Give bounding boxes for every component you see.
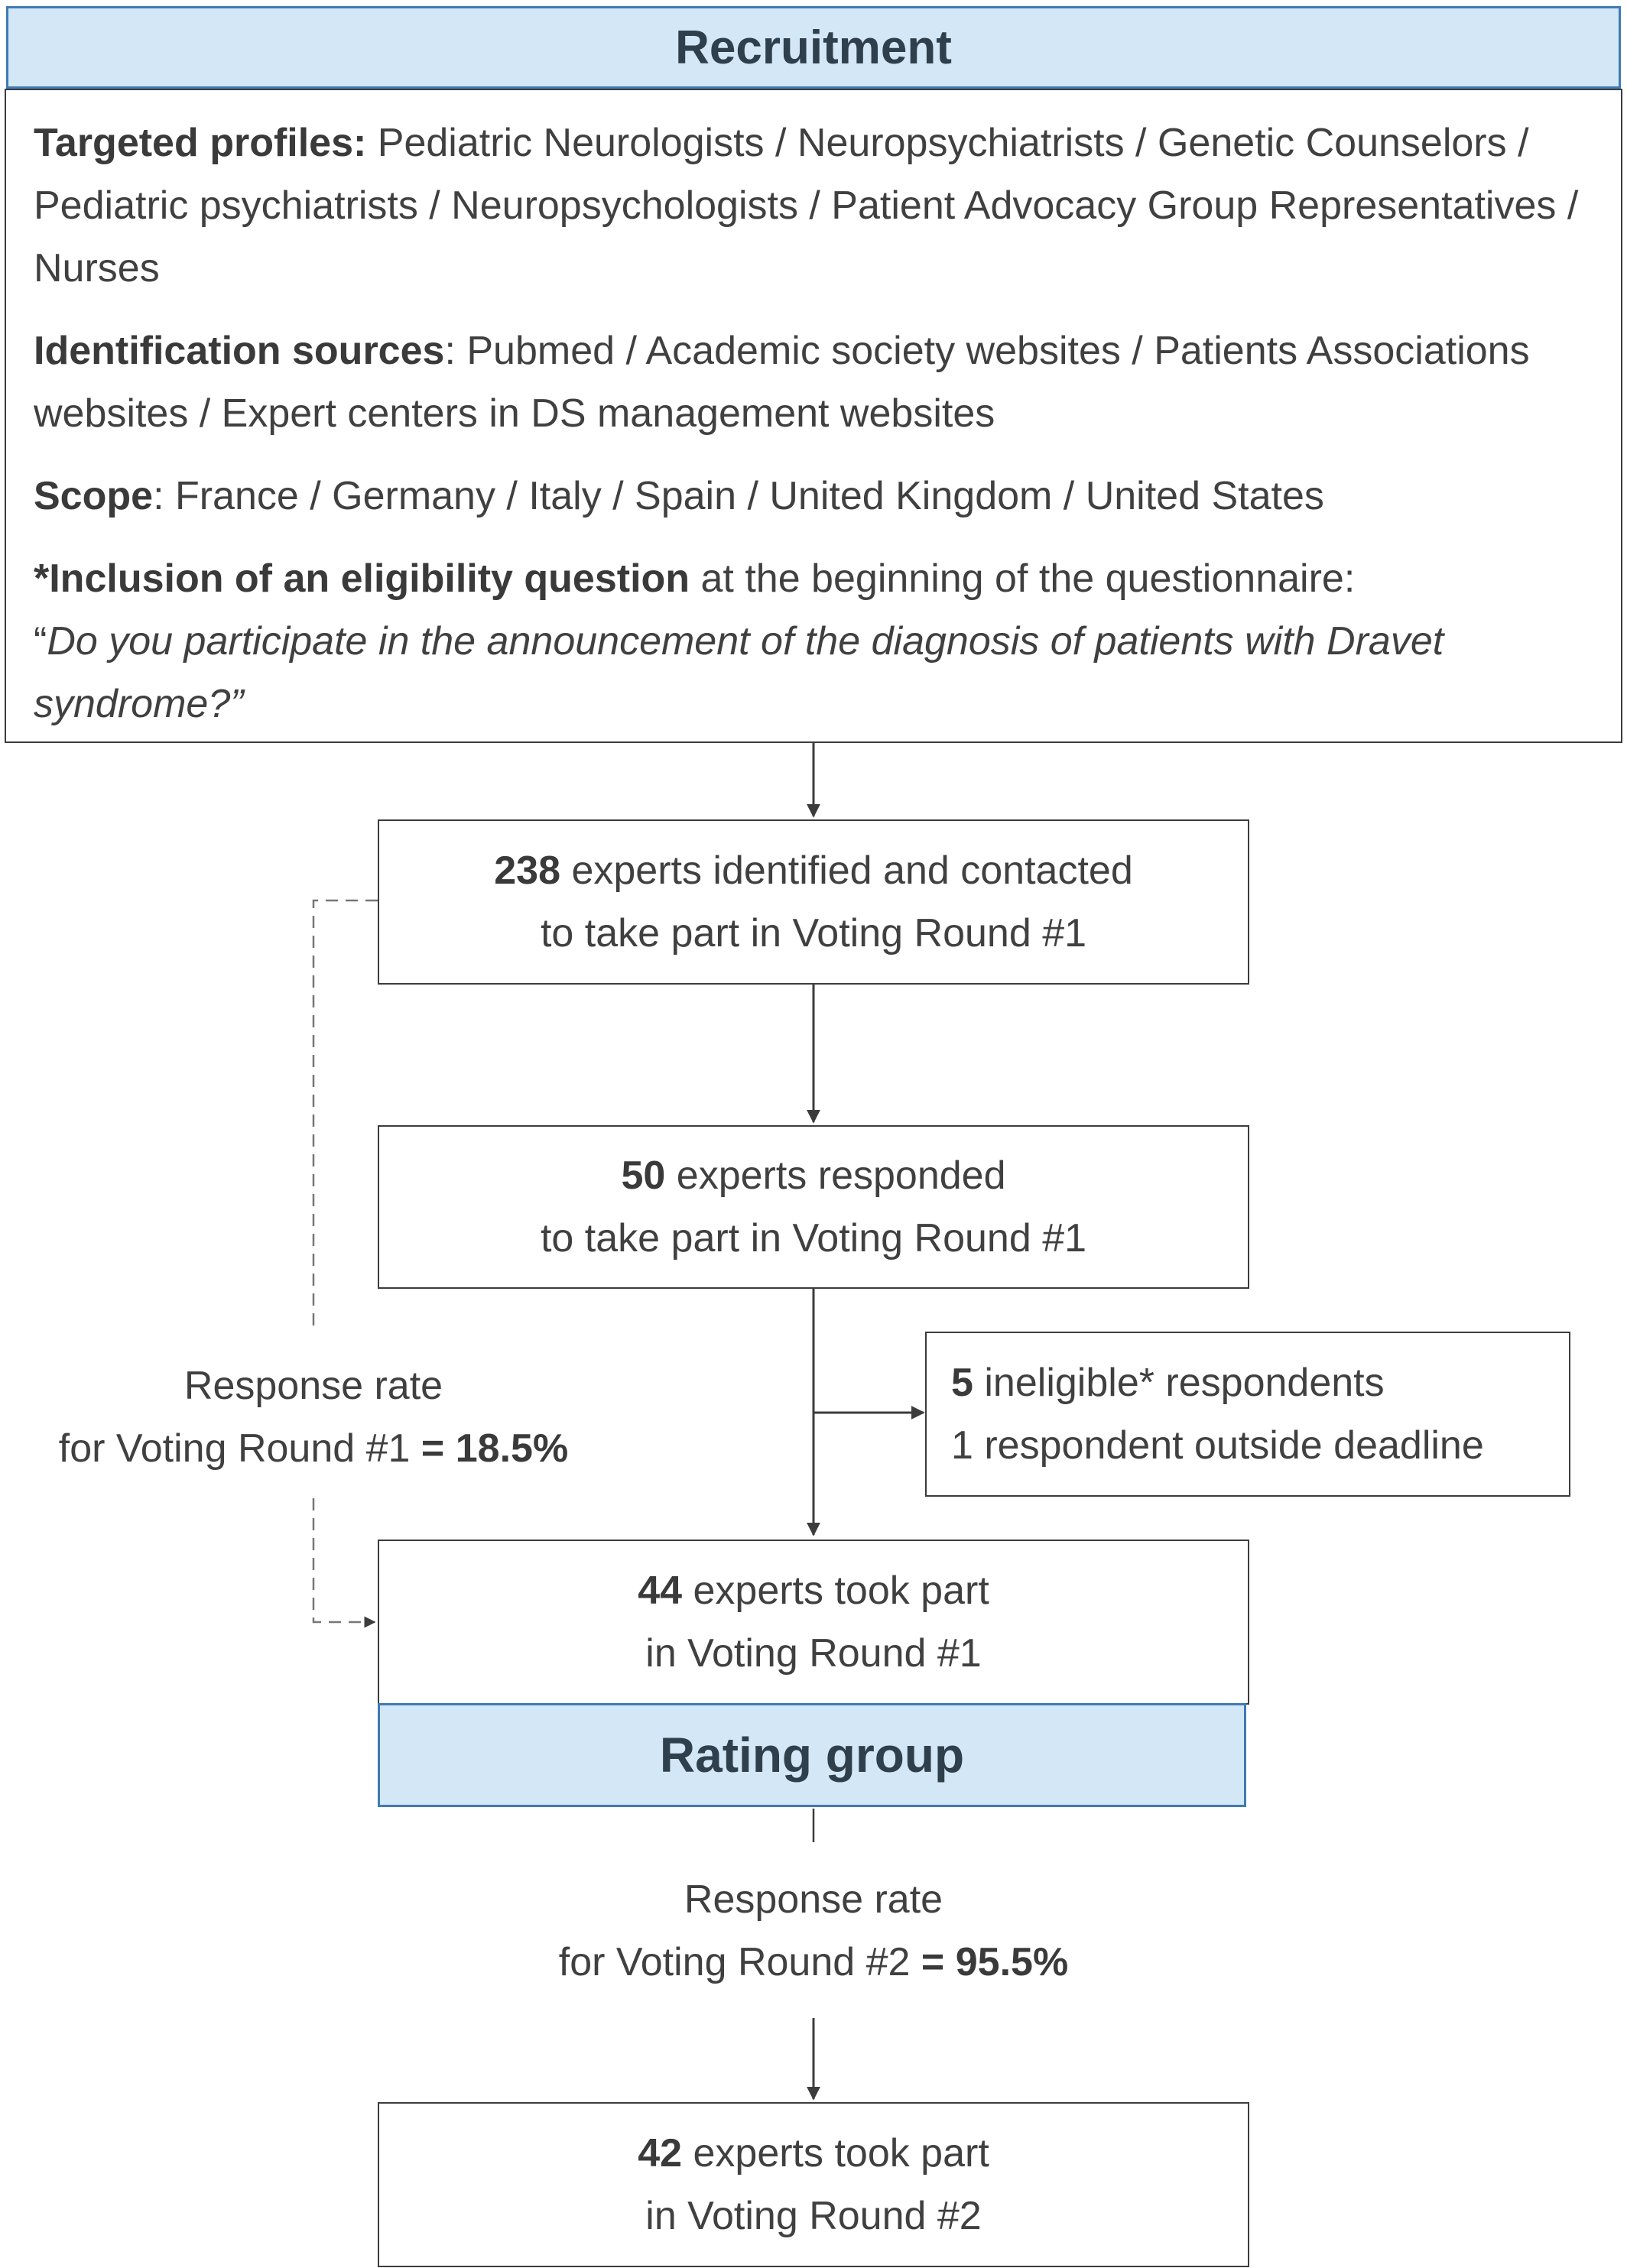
- round1-count: 44: [638, 1569, 683, 1613]
- eligibility-question: *Inclusion of an eligibility question at…: [34, 547, 1593, 735]
- response-rate-round1-label: for Voting Round #1: [58, 1426, 421, 1471]
- rating-group-title: Rating group: [659, 1728, 965, 1783]
- round2-line1: 42 experts took part: [638, 2122, 989, 2185]
- rating-group-header: Rating group: [378, 1703, 1246, 1807]
- excluded-count: 5: [951, 1361, 973, 1405]
- round1-line2: in Voting Round #1: [645, 1631, 982, 1676]
- scope-text: : France / Germany / Italy / Spain / Uni…: [153, 474, 1324, 518]
- response-rate-round2-line1: Response rate: [684, 1877, 943, 1922]
- response-rate-round2-value: = 95.5%: [921, 1940, 1069, 1984]
- response-rate-round1-line2: for Voting Round #1 = 18.5%: [15, 1417, 612, 1480]
- contacted-line2: to take part in Voting Round #1: [540, 911, 1087, 956]
- eligibility-quote: Do you participate in the announcement o…: [34, 619, 1444, 726]
- identification-sources: Identification sources: Pubmed / Academi…: [34, 320, 1593, 445]
- targeted-profiles-label: Targeted profiles:: [34, 121, 367, 165]
- dashed-connector-bottom: [312, 1498, 376, 1628]
- recruitment-title: Recruitment: [675, 21, 952, 74]
- responded-line2: to take part in Voting Round #1: [540, 1216, 1087, 1261]
- recruitment-header: Recruitment: [6, 6, 1621, 89]
- targeted-profiles: Targeted profiles: Pediatric Neurologist…: [34, 112, 1593, 300]
- response-rate-round1-line1: Response rate: [183, 1364, 443, 1408]
- responded-count: 50: [621, 1153, 666, 1198]
- responded-text: experts responded: [665, 1153, 1006, 1198]
- identification-sources-label: Identification sources: [34, 329, 445, 373]
- dashed-connector-top: [312, 899, 378, 1330]
- response-rate-round1: Response rate for Voting Round #1 = 18.5…: [15, 1355, 612, 1480]
- contacted-line1: 238 experts identified and contacted: [494, 839, 1132, 902]
- response-rate-round2-label: for Voting Round #2: [558, 1940, 921, 1984]
- recruitment-panel: Targeted profiles: Pediatric Neurologist…: [5, 89, 1622, 743]
- eligibility-label: *Inclusion of an eligibility question: [34, 556, 690, 601]
- contacted-text: experts identified and contacted: [560, 848, 1133, 893]
- scope: Scope: France / Germany / Italy / Spain …: [34, 465, 1593, 527]
- round1-box: 44 experts took part in Voting Round #1: [378, 1540, 1249, 1705]
- response-rate-round1-value: = 18.5%: [421, 1426, 569, 1471]
- eligibility-quote-open: “: [34, 619, 47, 664]
- response-rate-round2: Response rate for Voting Round #2 = 95.5…: [431, 1868, 1196, 1994]
- round2-count: 42: [638, 2131, 683, 2176]
- response-rate-round2-line2: for Voting Round #2 = 95.5%: [431, 1931, 1196, 1994]
- excluded-line1: 5 ineligible* respondents: [951, 1351, 1385, 1414]
- round2-box: 42 experts took part in Voting Round #2: [378, 2102, 1249, 2267]
- round1-line1: 44 experts took part: [638, 1559, 989, 1622]
- round2-line2: in Voting Round #2: [645, 2194, 982, 2238]
- excluded-line2: 1 respondent outside deadline: [951, 1423, 1484, 1468]
- scope-label: Scope: [34, 474, 154, 518]
- excluded-text: ineligible* respondents: [973, 1361, 1385, 1405]
- contacted-count: 238: [494, 848, 561, 893]
- excluded-box: 5 ineligible* respondents 1 respondent o…: [925, 1332, 1570, 1497]
- targeted-profiles-text: Pediatric Neurologists / Neuropsychiatri…: [34, 121, 1579, 290]
- contacted-box: 238 experts identified and contacted to …: [378, 819, 1249, 985]
- responded-box: 50 experts responded to take part in Vot…: [378, 1125, 1249, 1289]
- round1-text: experts took part: [682, 1569, 989, 1613]
- round2-text: experts took part: [682, 2131, 989, 2176]
- responded-line1: 50 experts responded: [621, 1144, 1005, 1207]
- eligibility-text: at the beginning of the questionnaire:: [690, 556, 1356, 601]
- identification-sources-text: : Pubmed / Academic society websites / P…: [34, 329, 1530, 436]
